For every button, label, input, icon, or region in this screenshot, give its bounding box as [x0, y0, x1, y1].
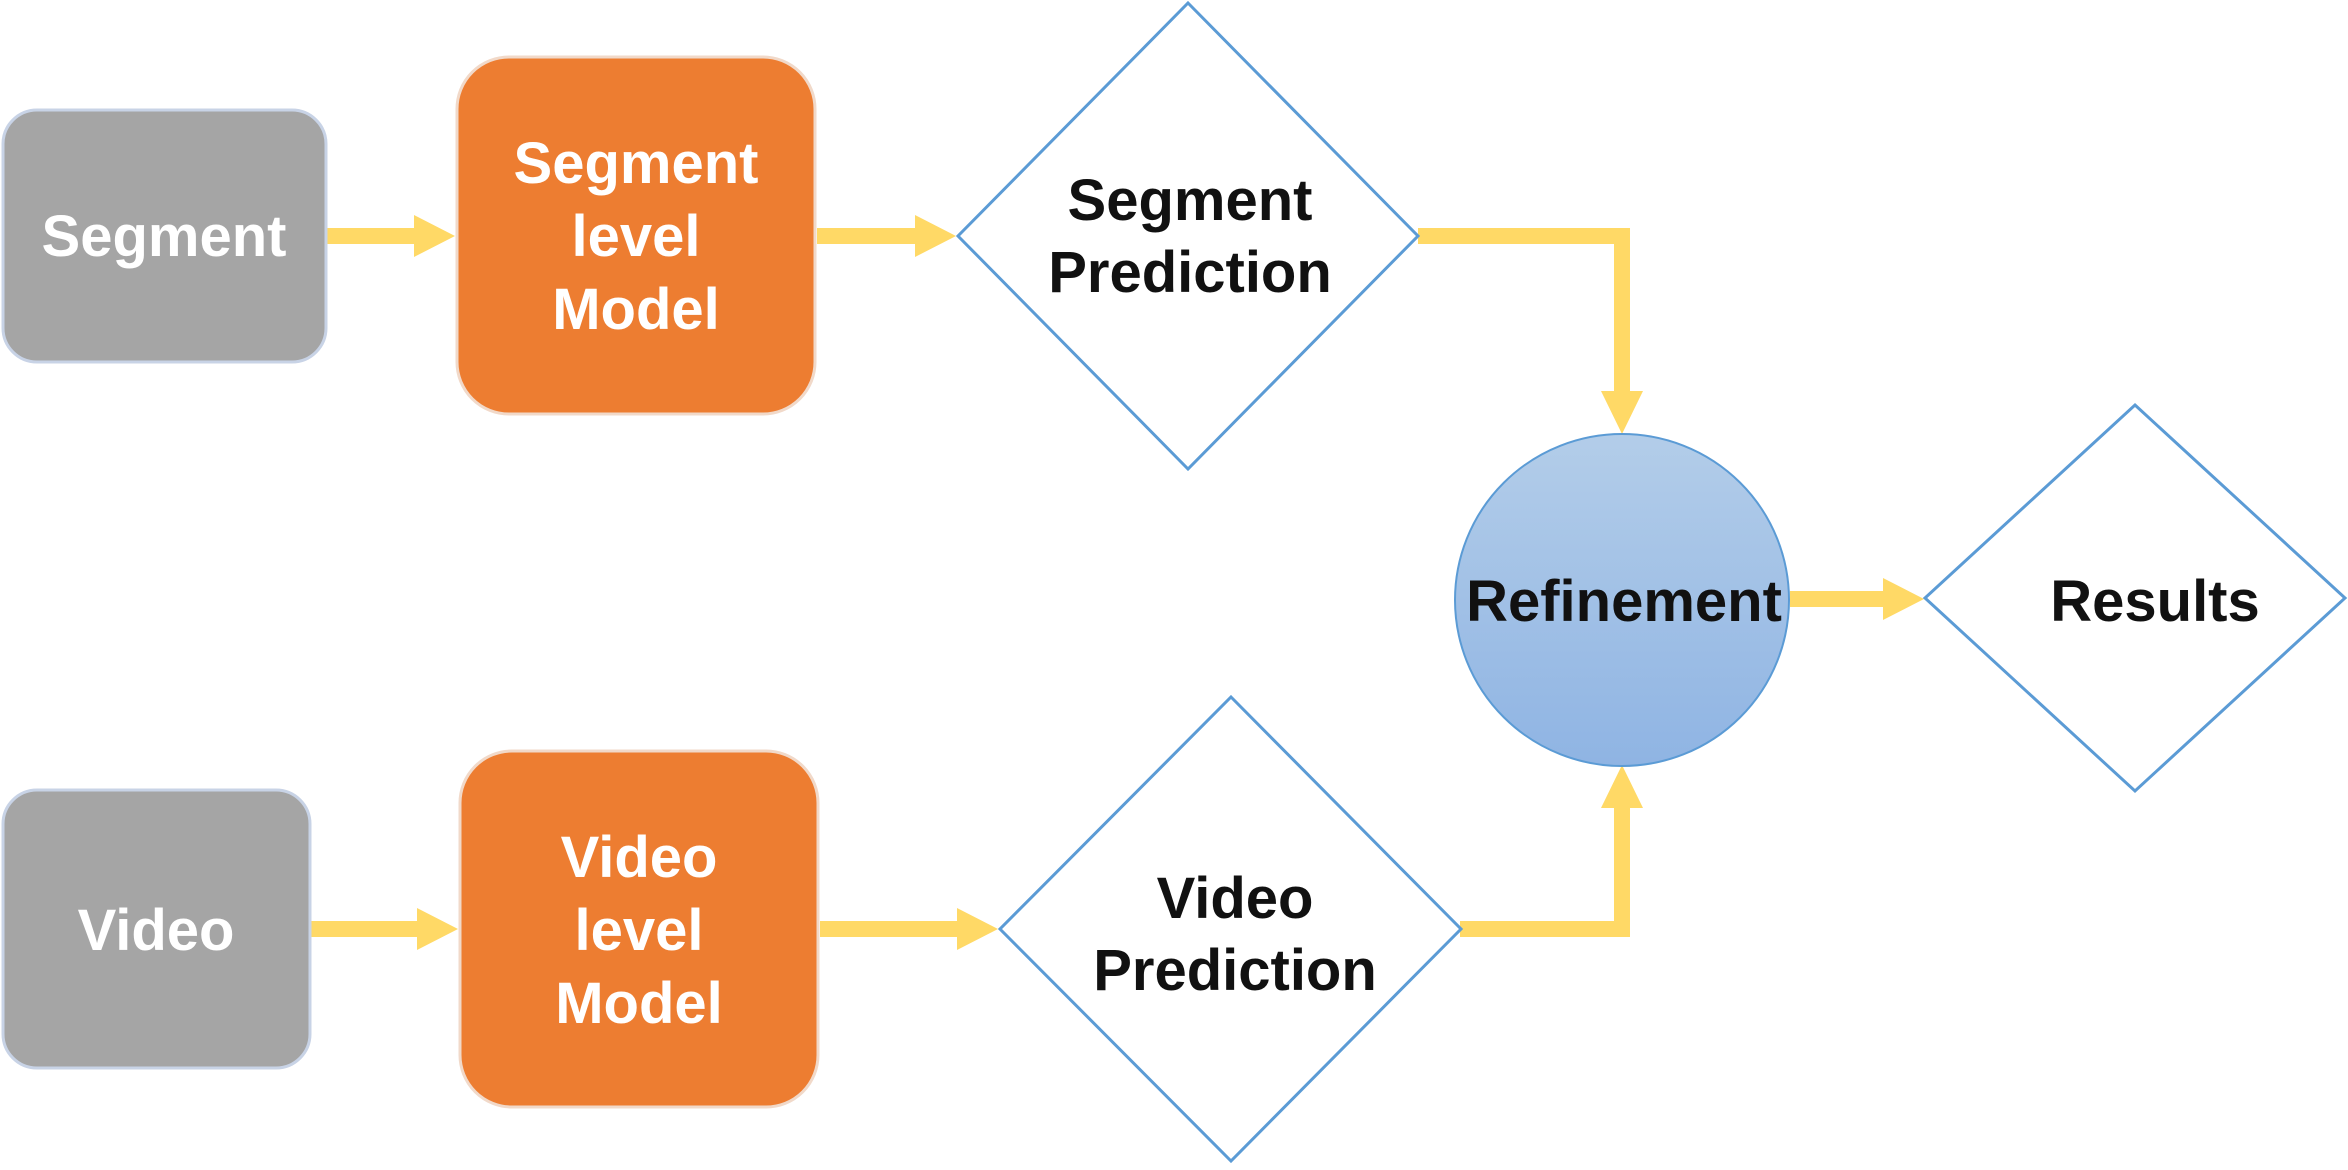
- video-prediction-label-line-2: Prediction: [1093, 938, 1377, 1003]
- video-label: Video: [78, 898, 235, 963]
- video-node: Video: [1, 788, 312, 1070]
- video-prediction-node: Video Prediction: [997, 694, 1464, 1164]
- arrow-video-model-to-prediction: [820, 908, 998, 950]
- video-prediction-label-line-1: Video: [1157, 866, 1314, 931]
- segment-prediction-node: Segment Prediction: [955, 0, 1421, 472]
- arrow-segment-prediction-to-refinement: [1418, 228, 1643, 434]
- results-label: Results: [2050, 569, 2260, 634]
- refinement-node: Refinement: [1454, 433, 1790, 767]
- connectors: [311, 215, 1924, 950]
- results-node: Results: [1922, 402, 2348, 794]
- arrow-segment-to-segment-model: [327, 215, 455, 257]
- arrow-segment-model-to-prediction: [817, 215, 956, 257]
- segment-prediction-label-line-1: Segment: [1068, 168, 1313, 233]
- video-model-label-line-3: Model: [555, 971, 723, 1036]
- arrow-refinement-to-results: [1790, 578, 1924, 620]
- segment-label: Segment: [42, 204, 287, 269]
- segment-model-label-line-1: Segment: [514, 131, 759, 196]
- segment-model-label-line-2: level: [572, 204, 701, 269]
- video-model-label-line-1: Video: [561, 825, 718, 890]
- video-model-label-line-2: level: [575, 898, 704, 963]
- arrow-video-prediction-to-refinement: [1460, 765, 1643, 937]
- refinement-label: Refinement: [1466, 569, 1782, 634]
- arrow-video-to-video-model: [311, 908, 458, 950]
- segment-prediction-label-line-2: Prediction: [1048, 240, 1332, 305]
- segment-model-node: Segment level Model: [455, 55, 817, 416]
- video-model-node: Video level Model: [458, 749, 820, 1109]
- segment-model-label-line-3: Model: [552, 277, 720, 342]
- segment-node: Segment: [1, 108, 328, 364]
